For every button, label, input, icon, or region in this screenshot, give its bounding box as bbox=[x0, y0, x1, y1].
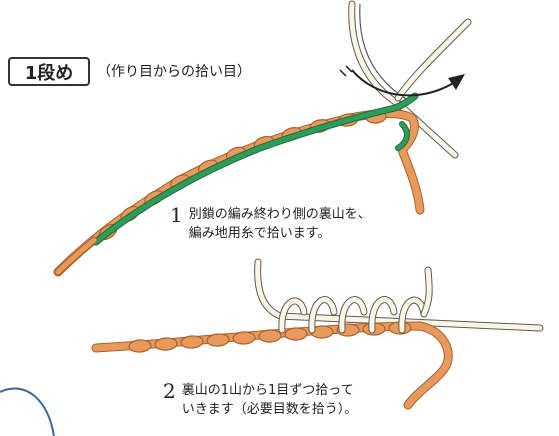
step-2-text: 裏山の1山から1目ずつ拾って いきます（必要目数を拾う）。 bbox=[182, 381, 358, 419]
pickup-arrow-icon bbox=[339, 65, 465, 97]
working-yarn-2 bbox=[420, 266, 433, 318]
step-1-number: 1 bbox=[170, 203, 183, 227]
step-2-number: 2 bbox=[163, 379, 176, 403]
step-1-text: 別鎖の編み終わり側の裏山を、 編み地用糸で拾います。 bbox=[189, 205, 371, 243]
step-2-line-2: いきます（必要目数を拾う）。 bbox=[181, 402, 358, 417]
chain-1-tail bbox=[54, 236, 98, 276]
green-yarn-1 bbox=[92, 92, 419, 246]
row-badge: 1段め bbox=[8, 57, 90, 86]
step-1-line-2: 編み地用糸で拾います。 bbox=[188, 226, 331, 241]
figure-1 bbox=[53, 0, 472, 277]
working-yarn-1 bbox=[394, 18, 472, 102]
step-2-line-1: 裏山の1山から1目ずつ拾って bbox=[181, 383, 354, 398]
step-1-line-1: 別鎖の編み終わり側の裏山を、 bbox=[188, 207, 371, 222]
picked-up-loops bbox=[278, 296, 428, 334]
subtitle: （作り目からの拾い目） bbox=[97, 64, 251, 80]
step-1: 1 別鎖の編み終わり側の裏山を、 編み地用糸で拾います。 bbox=[170, 203, 371, 243]
step-2: 2 裏山の1山から1目ずつ拾って いきます（必要目数を拾う）。 bbox=[163, 379, 358, 419]
corner-arc bbox=[0, 387, 55, 436]
needle-1 bbox=[348, 0, 459, 159]
figure-2 bbox=[91, 258, 544, 410]
chain-1-orange bbox=[53, 109, 425, 277]
